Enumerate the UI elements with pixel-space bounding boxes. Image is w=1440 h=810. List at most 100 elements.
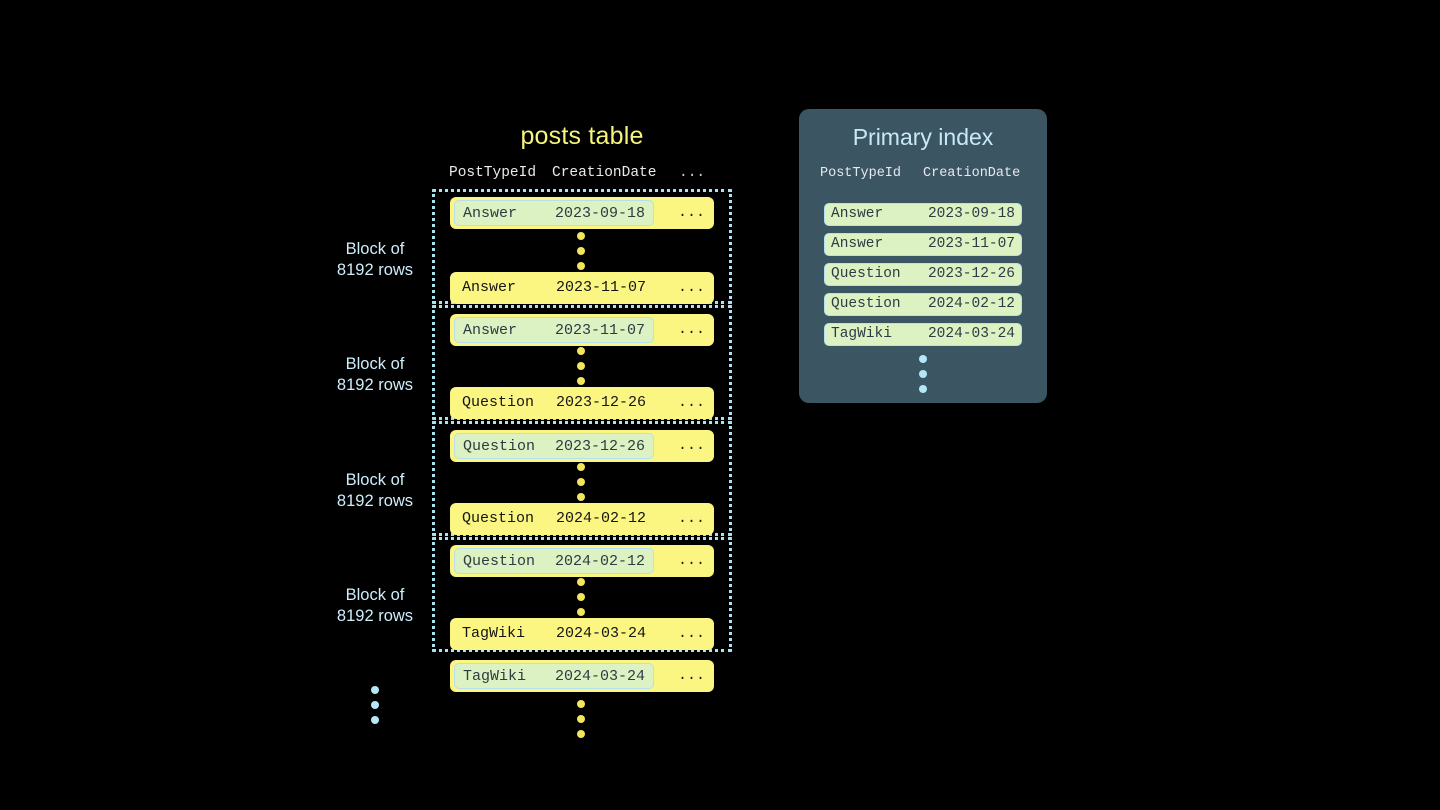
- index-row[interactable]: Answer 2023-11-07: [824, 233, 1022, 256]
- dot: [577, 347, 585, 355]
- cell-creation-date: 2024-03-24: [555, 625, 646, 642]
- dot: [577, 247, 585, 255]
- table-row[interactable]: Question 2023-12-26 ...: [450, 430, 714, 462]
- cell-post-type-id: Question: [831, 296, 901, 312]
- vertical-ellipsis-dots: [577, 232, 587, 277]
- table-row[interactable]: TagWiki 2024-03-24 ...: [450, 618, 714, 650]
- cell-more: ...: [678, 667, 706, 684]
- table-row[interactable]: Question 2024-02-12 ...: [450, 545, 714, 577]
- dot: [577, 608, 585, 616]
- cell-more: ...: [678, 552, 706, 569]
- cell-more: ...: [678, 321, 706, 338]
- dot: [577, 232, 585, 240]
- cell-more: ...: [678, 394, 706, 411]
- index-row[interactable]: Question 2024-02-12: [824, 293, 1022, 316]
- cell-more: ...: [678, 204, 706, 221]
- row-cells: Question 2023-12-26: [454, 433, 654, 459]
- table-row[interactable]: TagWiki 2024-03-24 ...: [450, 660, 714, 692]
- table-row[interactable]: Answer 2023-11-07 ...: [450, 314, 714, 346]
- block-label-2-line2: 8192 rows: [336, 376, 414, 394]
- block-label-4-line2: 8192 rows: [336, 607, 414, 625]
- cell-creation-date: 2023-12-26: [927, 266, 1015, 282]
- cell-post-type-id: Question: [462, 510, 535, 527]
- column-header-post-type-id: PostTypeId: [449, 165, 537, 181]
- dot: [577, 593, 585, 601]
- cell-post-type-id: Question: [463, 553, 536, 570]
- primary-index-title: Primary index: [852, 124, 994, 150]
- dot: [577, 493, 585, 501]
- cell-creation-date: 2023-11-07: [555, 279, 646, 296]
- dot: [577, 578, 585, 586]
- dot: [919, 385, 927, 393]
- dot: [577, 463, 585, 471]
- block-label-2-line1: Block of: [345, 355, 405, 373]
- cell-post-type-id: TagWiki: [831, 326, 892, 342]
- cell-post-type-id: Answer: [463, 205, 518, 222]
- block-label-3: Block of 8192 rows: [300, 470, 450, 512]
- cell-post-type-id: Answer: [463, 322, 518, 339]
- cell-post-type-id: Question: [463, 438, 536, 455]
- cell-creation-date: 2024-03-24: [927, 326, 1015, 342]
- index-row[interactable]: TagWiki 2024-03-24: [824, 323, 1022, 346]
- dot: [371, 716, 379, 724]
- cell-post-type-id: TagWiki: [462, 625, 526, 642]
- vertical-ellipsis-dots: [577, 347, 587, 392]
- block-label-4: Block of 8192 rows: [300, 585, 450, 627]
- row-cells: Question 2023-12-26: [454, 390, 654, 416]
- table-row[interactable]: Question 2023-12-26 ...: [450, 387, 714, 419]
- column-header-creation-date: CreationDate: [552, 165, 657, 181]
- cell-creation-date: 2023-11-07: [927, 236, 1015, 252]
- row-cells: Answer 2023-11-07: [454, 317, 654, 343]
- row-cells: Question 2024-02-12: [454, 548, 654, 574]
- cell-creation-date: 2023-11-07: [554, 322, 645, 339]
- cell-creation-date: 2024-02-12: [927, 296, 1015, 312]
- table-row[interactable]: Answer 2023-11-07 ...: [450, 272, 714, 304]
- dot: [919, 370, 927, 378]
- dot: [577, 377, 585, 385]
- block-label-1-line2: 8192 rows: [336, 261, 414, 279]
- cell-creation-date: 2023-09-18: [554, 205, 645, 222]
- vertical-ellipsis-dots-index: [919, 355, 929, 400]
- column-header-post-type-id: PostTypeId: [820, 166, 902, 181]
- table-row[interactable]: Answer 2023-09-18 ...: [450, 197, 714, 229]
- cell-post-type-id: Answer: [831, 236, 884, 252]
- table-row[interactable]: Question 2024-02-12 ...: [450, 503, 714, 535]
- cell-creation-date: 2023-12-26: [554, 438, 645, 455]
- block-label-3-line2: 8192 rows: [336, 492, 414, 510]
- cell-creation-date: 2023-09-18: [927, 206, 1015, 222]
- dot: [919, 355, 927, 363]
- cell-more: ...: [678, 279, 706, 296]
- block-label-1-line1: Block of: [345, 240, 405, 258]
- cell-post-type-id: TagWiki: [463, 668, 527, 685]
- cell-post-type-id: Answer: [462, 279, 517, 296]
- row-cells: TagWiki 2024-03-24: [454, 663, 654, 689]
- vertical-ellipsis-dots: [577, 700, 587, 745]
- dot: [577, 478, 585, 486]
- index-row[interactable]: Question 2023-12-26: [824, 263, 1022, 286]
- dot: [371, 701, 379, 709]
- cell-creation-date: 2024-02-12: [554, 553, 645, 570]
- vertical-ellipsis-dots-blocks: [371, 686, 381, 731]
- block-label-1: Block of 8192 rows: [300, 239, 450, 281]
- cell-creation-date: 2024-02-12: [555, 510, 646, 527]
- cell-more: ...: [678, 625, 706, 642]
- row-cells: Answer 2023-09-18: [454, 200, 654, 226]
- dot: [577, 262, 585, 270]
- row-cells: Answer 2023-11-07: [454, 275, 654, 301]
- cell-post-type-id: Question: [462, 394, 535, 411]
- column-header-creation-date: CreationDate: [923, 166, 1021, 181]
- primary-index-panel: Primary index PostTypeId CreationDate An…: [799, 109, 1047, 403]
- dot: [371, 686, 379, 694]
- dot: [577, 362, 585, 370]
- page-title: posts table: [520, 122, 644, 150]
- vertical-ellipsis-dots: [577, 578, 587, 623]
- index-row[interactable]: Answer 2023-09-18: [824, 203, 1022, 226]
- row-cells: TagWiki 2024-03-24: [454, 621, 654, 647]
- dot: [577, 715, 585, 723]
- posts-table-column-headers: PostTypeId CreationDate ...: [432, 165, 732, 187]
- cell-post-type-id: Question: [831, 266, 901, 282]
- column-header-more: ...: [679, 165, 706, 181]
- block-label-4-line1: Block of: [345, 586, 405, 604]
- cell-more: ...: [678, 437, 706, 454]
- block-label-3-line1: Block of: [345, 471, 405, 489]
